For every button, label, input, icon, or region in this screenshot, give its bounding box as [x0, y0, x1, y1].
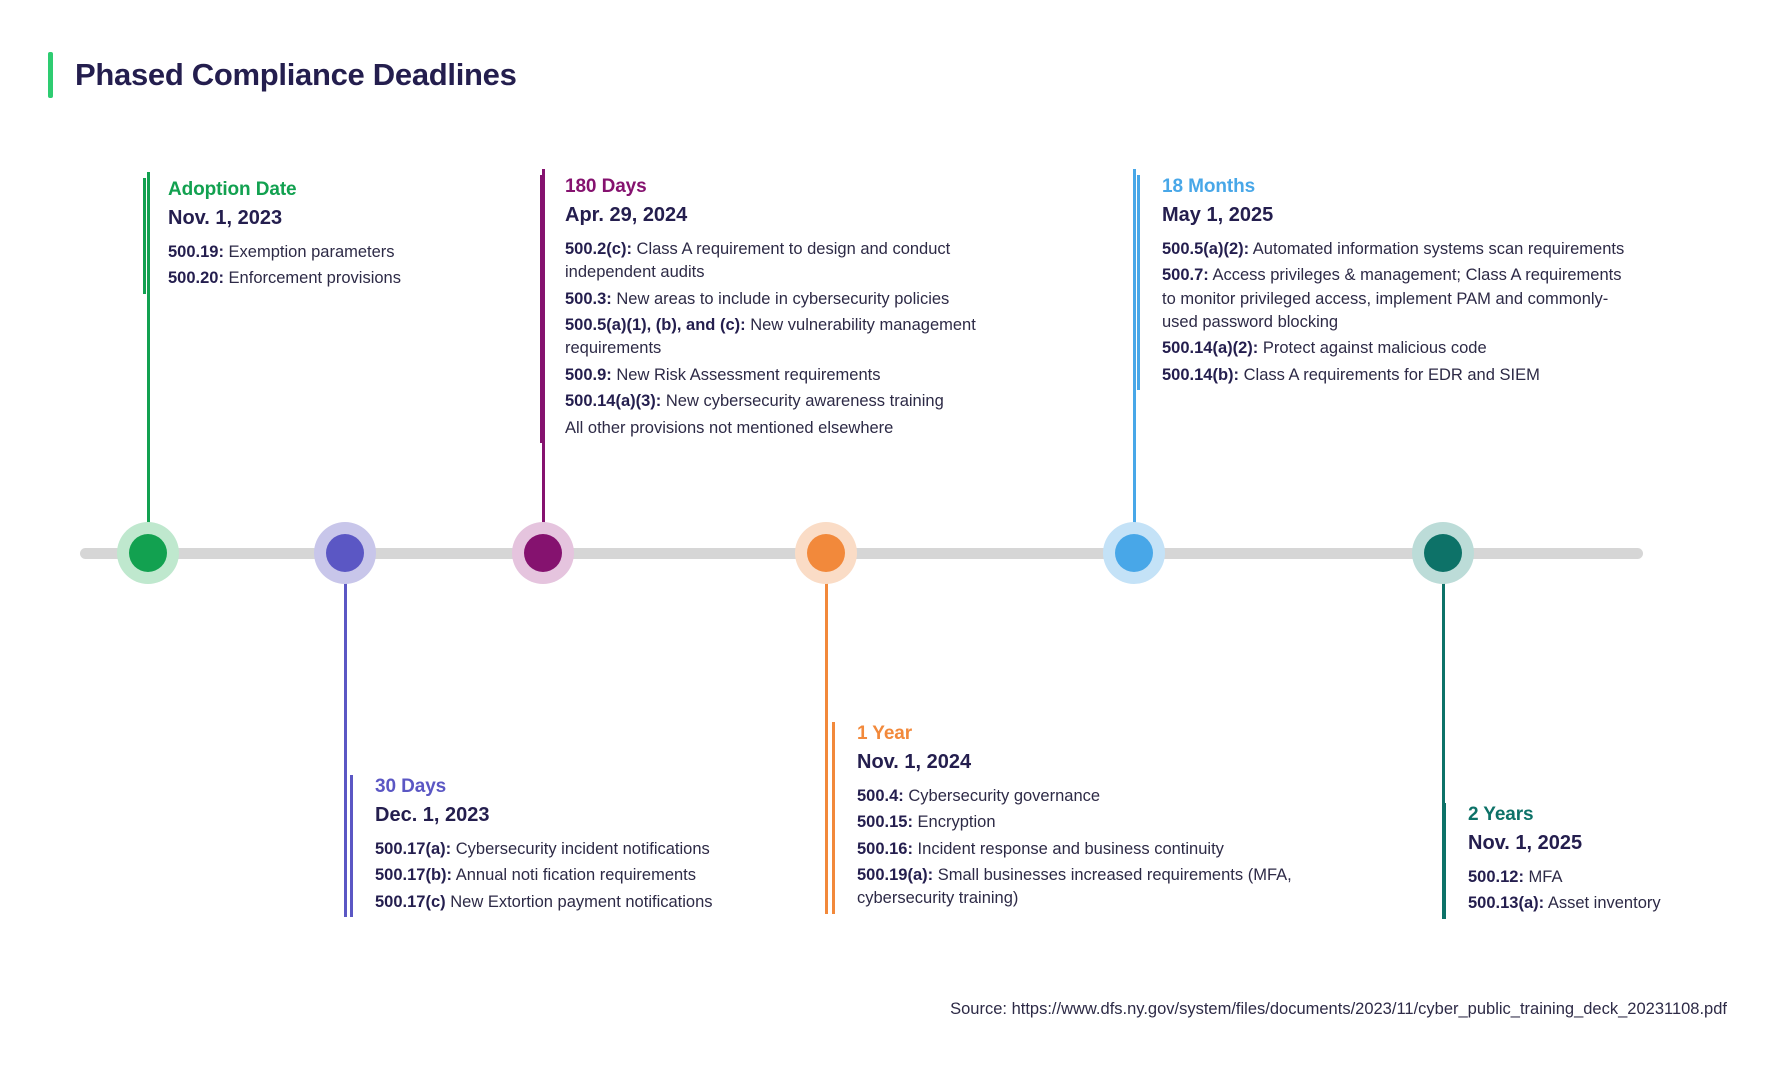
- milestone-date: Nov. 1, 2025: [1468, 831, 1583, 854]
- milestone-item: 500.9: New Risk Assessment requirements: [565, 365, 881, 384]
- timeline-node-dot: [524, 534, 562, 572]
- milestone-item: 500.16: Incident response and business c…: [857, 839, 1224, 858]
- timeline-node-dot: [326, 534, 364, 572]
- milestone-item: 500.14(b): Class A requirements for EDR …: [1162, 365, 1540, 384]
- provision-code: 500.19(a):: [857, 866, 934, 885]
- milestone-item: 500.17(a): Cybersecurity incident notifi…: [375, 839, 710, 858]
- timeline-node-2[interactable]: [314, 522, 376, 584]
- milestone-item: 500.7: Access privileges & management; C…: [1162, 266, 1622, 332]
- milestone-phase-label: 18 Months: [1162, 176, 1256, 197]
- milestone-date: Nov. 1, 2024: [857, 750, 972, 773]
- provision-code: 500.14(b):: [1162, 365, 1240, 384]
- milestone-item: 500.19: Exemption parameters: [168, 242, 395, 261]
- provision-code: 500.7:: [1162, 266, 1209, 285]
- milestone-item: 500.3: New areas to include in cybersecu…: [565, 289, 950, 308]
- provision-code: 500.13(a):: [1468, 894, 1545, 913]
- milestone-item: 500.20: Enforcement provisions: [168, 269, 401, 288]
- milestone-item-list: 500.4: Cybersecurity governance 500.15: E…: [857, 785, 1292, 911]
- timeline-node-dot: [1424, 534, 1462, 572]
- milestone-phase-label: Adoption Date: [168, 179, 297, 200]
- timeline-node-4[interactable]: [795, 522, 857, 584]
- milestone-item-list: 500.17(a): Cybersecurity incident notifi…: [375, 838, 780, 914]
- timeline-node-6[interactable]: [1412, 522, 1474, 584]
- milestone-date: Nov. 1, 2023: [168, 206, 283, 229]
- milestone-item: 500.2(c): Class A requirement to design …: [565, 239, 951, 282]
- provision-code: 500.5(a)(2):: [1162, 239, 1250, 258]
- milestone-phase-label: 30 Days: [375, 776, 447, 797]
- timeline-node-dot: [807, 534, 845, 572]
- provision-code: 500.19:: [168, 242, 224, 261]
- provision-code: 500.14(a)(3):: [565, 392, 662, 411]
- milestone-phase-label: 2 Years: [1468, 804, 1534, 825]
- provision-code: 500.15:: [857, 813, 913, 832]
- provision-code: 500.16:: [857, 839, 913, 858]
- timeline-connector-line: [344, 553, 347, 917]
- milestone-phase-label: 180 Days: [565, 176, 647, 197]
- timeline-node-dot: [1115, 534, 1153, 572]
- source-citation: Source: https://www.dfs.ny.gov/system/fi…: [950, 1000, 1727, 1018]
- milestone-date: May 1, 2025: [1162, 203, 1274, 226]
- provision-code: 500.2(c):: [565, 239, 632, 258]
- milestone-item-list: 500.2(c): Class A requirement to design …: [565, 238, 1020, 440]
- milestone-item-list: 500.5(a)(2): Automated information syste…: [1162, 238, 1627, 388]
- milestone-item: 500.17(b): Annual noti fication requirem…: [375, 866, 697, 885]
- provision-code: 500.3:: [565, 289, 612, 308]
- milestone-item: 500.4: Cybersecurity governance: [857, 786, 1101, 805]
- milestone-date: Dec. 1, 2023: [375, 803, 490, 826]
- provision-code: 500.17(c): [375, 892, 446, 911]
- provision-code: 500.9:: [565, 365, 612, 384]
- provision-code: 500.14(a)(2):: [1162, 339, 1259, 358]
- timeline-connector-line: [147, 172, 150, 553]
- milestone-item: 500.15: Encryption: [857, 813, 996, 832]
- milestone-item: 500.13(a): Asset inventory: [1468, 894, 1661, 913]
- milestone-item-list: 500.12: MFA 500.13(a): Asset inventory: [1468, 866, 1743, 916]
- timeline-connector-line: [542, 169, 545, 553]
- milestone-item-list: 500.19: Exemption parameters 500.20: Enfo…: [168, 241, 473, 291]
- provision-code: 500.17(a):: [375, 839, 452, 858]
- milestone-item: 500.5(a)(1), (b), and (c): New vulnerabi…: [565, 316, 976, 358]
- provision-code: 500.20:: [168, 269, 224, 288]
- milestone-date: Apr. 29, 2024: [565, 203, 688, 226]
- timeline-node-dot: [129, 534, 167, 572]
- title-accent-bar: [48, 52, 53, 98]
- timeline-axis: [80, 548, 1643, 559]
- timeline-connector-line: [1133, 169, 1136, 553]
- timeline-node-1[interactable]: [117, 522, 179, 584]
- milestone-item: 500.5(a)(2): Automated information syste…: [1162, 239, 1625, 258]
- provision-code: 500.4:: [857, 786, 904, 805]
- milestone-item: 500.17(c) New Extortion payment notifica…: [375, 892, 713, 911]
- provision-code: 500.5(a)(1), (b), and (c):: [565, 316, 746, 335]
- timeline-node-5[interactable]: [1103, 522, 1165, 584]
- timeline-node-3[interactable]: [512, 522, 574, 584]
- milestone-item: 500.19(a): Small businesses increased re…: [857, 866, 1292, 908]
- timeline-connector-line: [825, 553, 828, 914]
- milestone-item: All other provisions not mentioned elsew…: [565, 418, 894, 437]
- timeline-connector-line: [1442, 553, 1445, 919]
- provision-code: 500.17(b):: [375, 866, 453, 885]
- milestone-item: 500.14(a)(3): New cybersecurity awarenes…: [565, 392, 944, 411]
- milestone-item: 500.12: MFA: [1468, 867, 1563, 886]
- milestone-item: 500.14(a)(2): Protect against malicious …: [1162, 339, 1487, 358]
- page-title: Phased Compliance Deadlines: [48, 52, 517, 98]
- milestone-phase-label: 1 Year: [857, 723, 913, 744]
- provision-code: 500.12:: [1468, 867, 1524, 886]
- page-title-text: Phased Compliance Deadlines: [75, 57, 517, 92]
